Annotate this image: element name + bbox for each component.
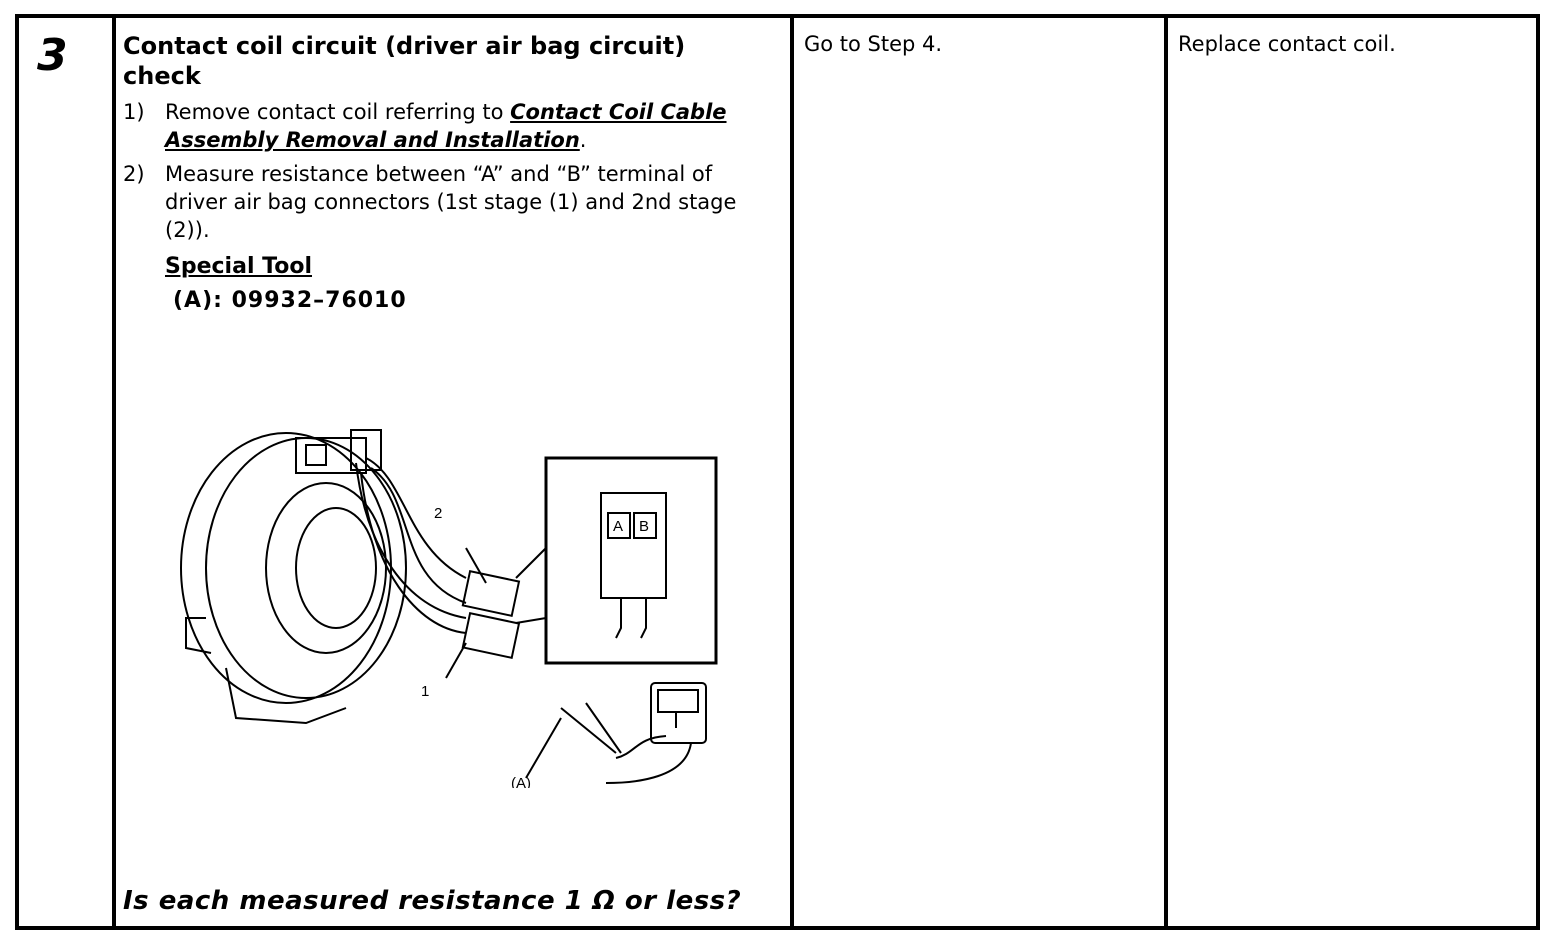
yes-column: Go to Step 4. (794, 18, 1168, 926)
figure-label-1: 1 (421, 683, 429, 700)
reference-link[interactable]: Contact Coil Cable Assembly Removal and … (165, 100, 727, 152)
procedure-item-2: 2) Measure resistance between “A” and “B… (123, 160, 773, 244)
contact-coil-figure: 2 1 A B (A) (180, 429, 718, 788)
procedure-item-1: 1) Remove contact coil referring to Cont… (123, 98, 773, 154)
check-title: Contact coil circuit (driver air bag cir… (123, 31, 763, 91)
no-result: Replace contact coil. (1178, 32, 1396, 56)
procedure-item-number: 2) (123, 162, 145, 186)
special-tool-label: Special Tool (165, 254, 312, 279)
check-title-line1: Contact coil circuit (driver air bag cir… (123, 32, 686, 60)
yes-result: Go to Step 4. (804, 32, 943, 56)
no-column: Replace contact coil. (1168, 18, 1536, 926)
special-tool-value: (A): 09932–76010 (173, 288, 407, 313)
procedure-item-number: 1) (123, 100, 145, 124)
contact-coil-drawing (180, 429, 718, 784)
procedure-text-before: Remove contact coil referring to (165, 100, 511, 124)
check-title-line2: check (123, 62, 201, 90)
check-column: Contact coil circuit (driver air bag cir… (116, 18, 794, 926)
procedure-text-after: . (579, 128, 587, 152)
figure-label-tool: (A) (511, 775, 531, 788)
procedure-item-text: Measure resistance between “A” and “B” t… (165, 162, 737, 242)
step-number: 3 (37, 30, 68, 81)
figure-label-terminal-a: A (613, 518, 623, 535)
step-column: 3 (19, 18, 116, 926)
figure-label-terminal-b: B (639, 518, 649, 535)
check-question: Is each measured resistance 1 Ω or less? (123, 886, 742, 916)
diagnosis-table: 3 Contact coil circuit (driver air bag c… (15, 14, 1540, 930)
figure-label-2: 2 (434, 505, 442, 522)
procedure-item-text: Remove contact coil referring to Contact… (165, 98, 773, 154)
